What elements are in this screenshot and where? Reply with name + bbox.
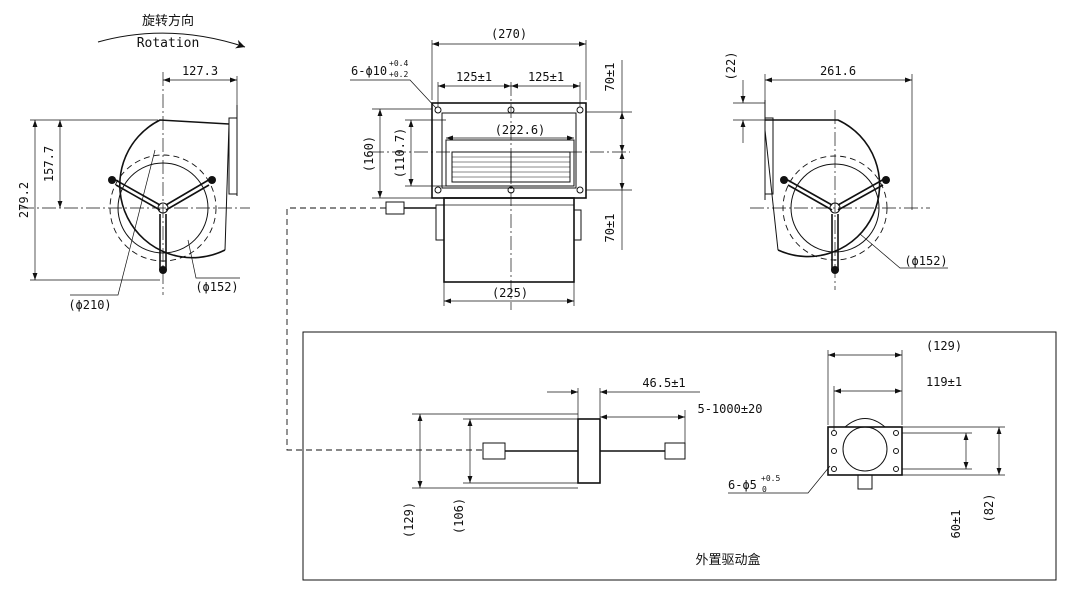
top-dim-v-bottom: 70±1 [603,214,617,243]
drive-dim-box-width: (129) [926,339,962,353]
rotation-indicator: 旋转方向 Rotation [97,13,246,51]
drive-hole-spec: 6-ϕ5 [728,478,757,492]
drive-box-body-front [827,426,903,476]
top-dim-v-top: 70±1 [603,63,617,92]
cable-connector [385,201,405,215]
drive-dim-connector: 46.5±1 [642,376,685,390]
side-view: 261.6 (22) (ϕ152) [724,52,948,290]
drive-box-side-view: 46.5±1 5-1000±20 (129) (106) [402,376,763,538]
top-dim-flange-height: (160) [362,136,376,172]
front-dim-height-total: 279.2 [17,182,31,218]
top-hole-tol-upper: +0.4 [389,59,408,68]
drive-dim-height-inner: (106) [452,498,466,534]
top-view: (270) 125±1 125±1 6-ϕ10 +0.4 +0.2 (222.6… [350,27,632,310]
housing-body [443,197,575,283]
drive-hole-tol-upper: +0.5 [761,474,780,483]
drive-box-front-view: (129) 119±1 60±1 (82) 6-ϕ5 +0.5 0 [728,339,1005,538]
side-housing-outline [765,119,881,258]
front-view: 127.3 157.7 279.2 (ϕ210) (ϕ152) [17,64,250,312]
cable-plug-right [664,442,686,460]
front-dim-width: 127.3 [182,64,218,78]
side-dim-offset: (22) [724,52,738,81]
cable-plug-left [482,442,506,460]
side-dia-impeller: (ϕ152) [904,254,947,268]
top-dim-inner: (222.6) [495,123,546,137]
rotation-label-cn: 旋转方向 [142,13,194,29]
leader-housing [70,149,156,296]
top-dim-hole-right: 125±1 [528,70,564,84]
front-dim-height-top: 157.7 [42,146,56,182]
drive-box-title: 外置驱动盒 [695,552,760,568]
top-hole-tol-lower: +0.2 [389,70,408,79]
drive-box-body-side [577,418,601,484]
rotation-arrow-icon [97,32,246,49]
front-dia-impeller: (ϕ152) [195,280,238,294]
cable-route [286,207,483,451]
top-dim-hole-left: 125±1 [456,70,492,84]
drive-dim-height-outer: (129) [402,502,416,538]
drive-hole-tol-lower: 0 [762,485,767,494]
drive-dim-hole-spacing: 119±1 [926,375,962,389]
outlet-flange-top [431,102,587,199]
drive-dim-cable: 5-1000±20 [697,402,762,416]
side-outlet-flange [764,117,774,195]
front-dia-housing: (ϕ210) [68,298,111,312]
top-dim-body-width: (225) [492,286,528,300]
drive-dim-hole-v: 60±1 [949,510,963,539]
drive-dim-box-height: (82) [982,494,996,523]
rotation-label-en: Rotation [137,36,200,51]
top-dim-opening-height: (110.7) [393,128,407,179]
outlet-flange [228,117,238,195]
drive-box-frame [302,331,1057,581]
top-dim-total-width: (270) [491,27,527,41]
side-dim-width: 261.6 [820,64,856,78]
top-hole-spec: 6-ϕ10 [351,64,387,78]
